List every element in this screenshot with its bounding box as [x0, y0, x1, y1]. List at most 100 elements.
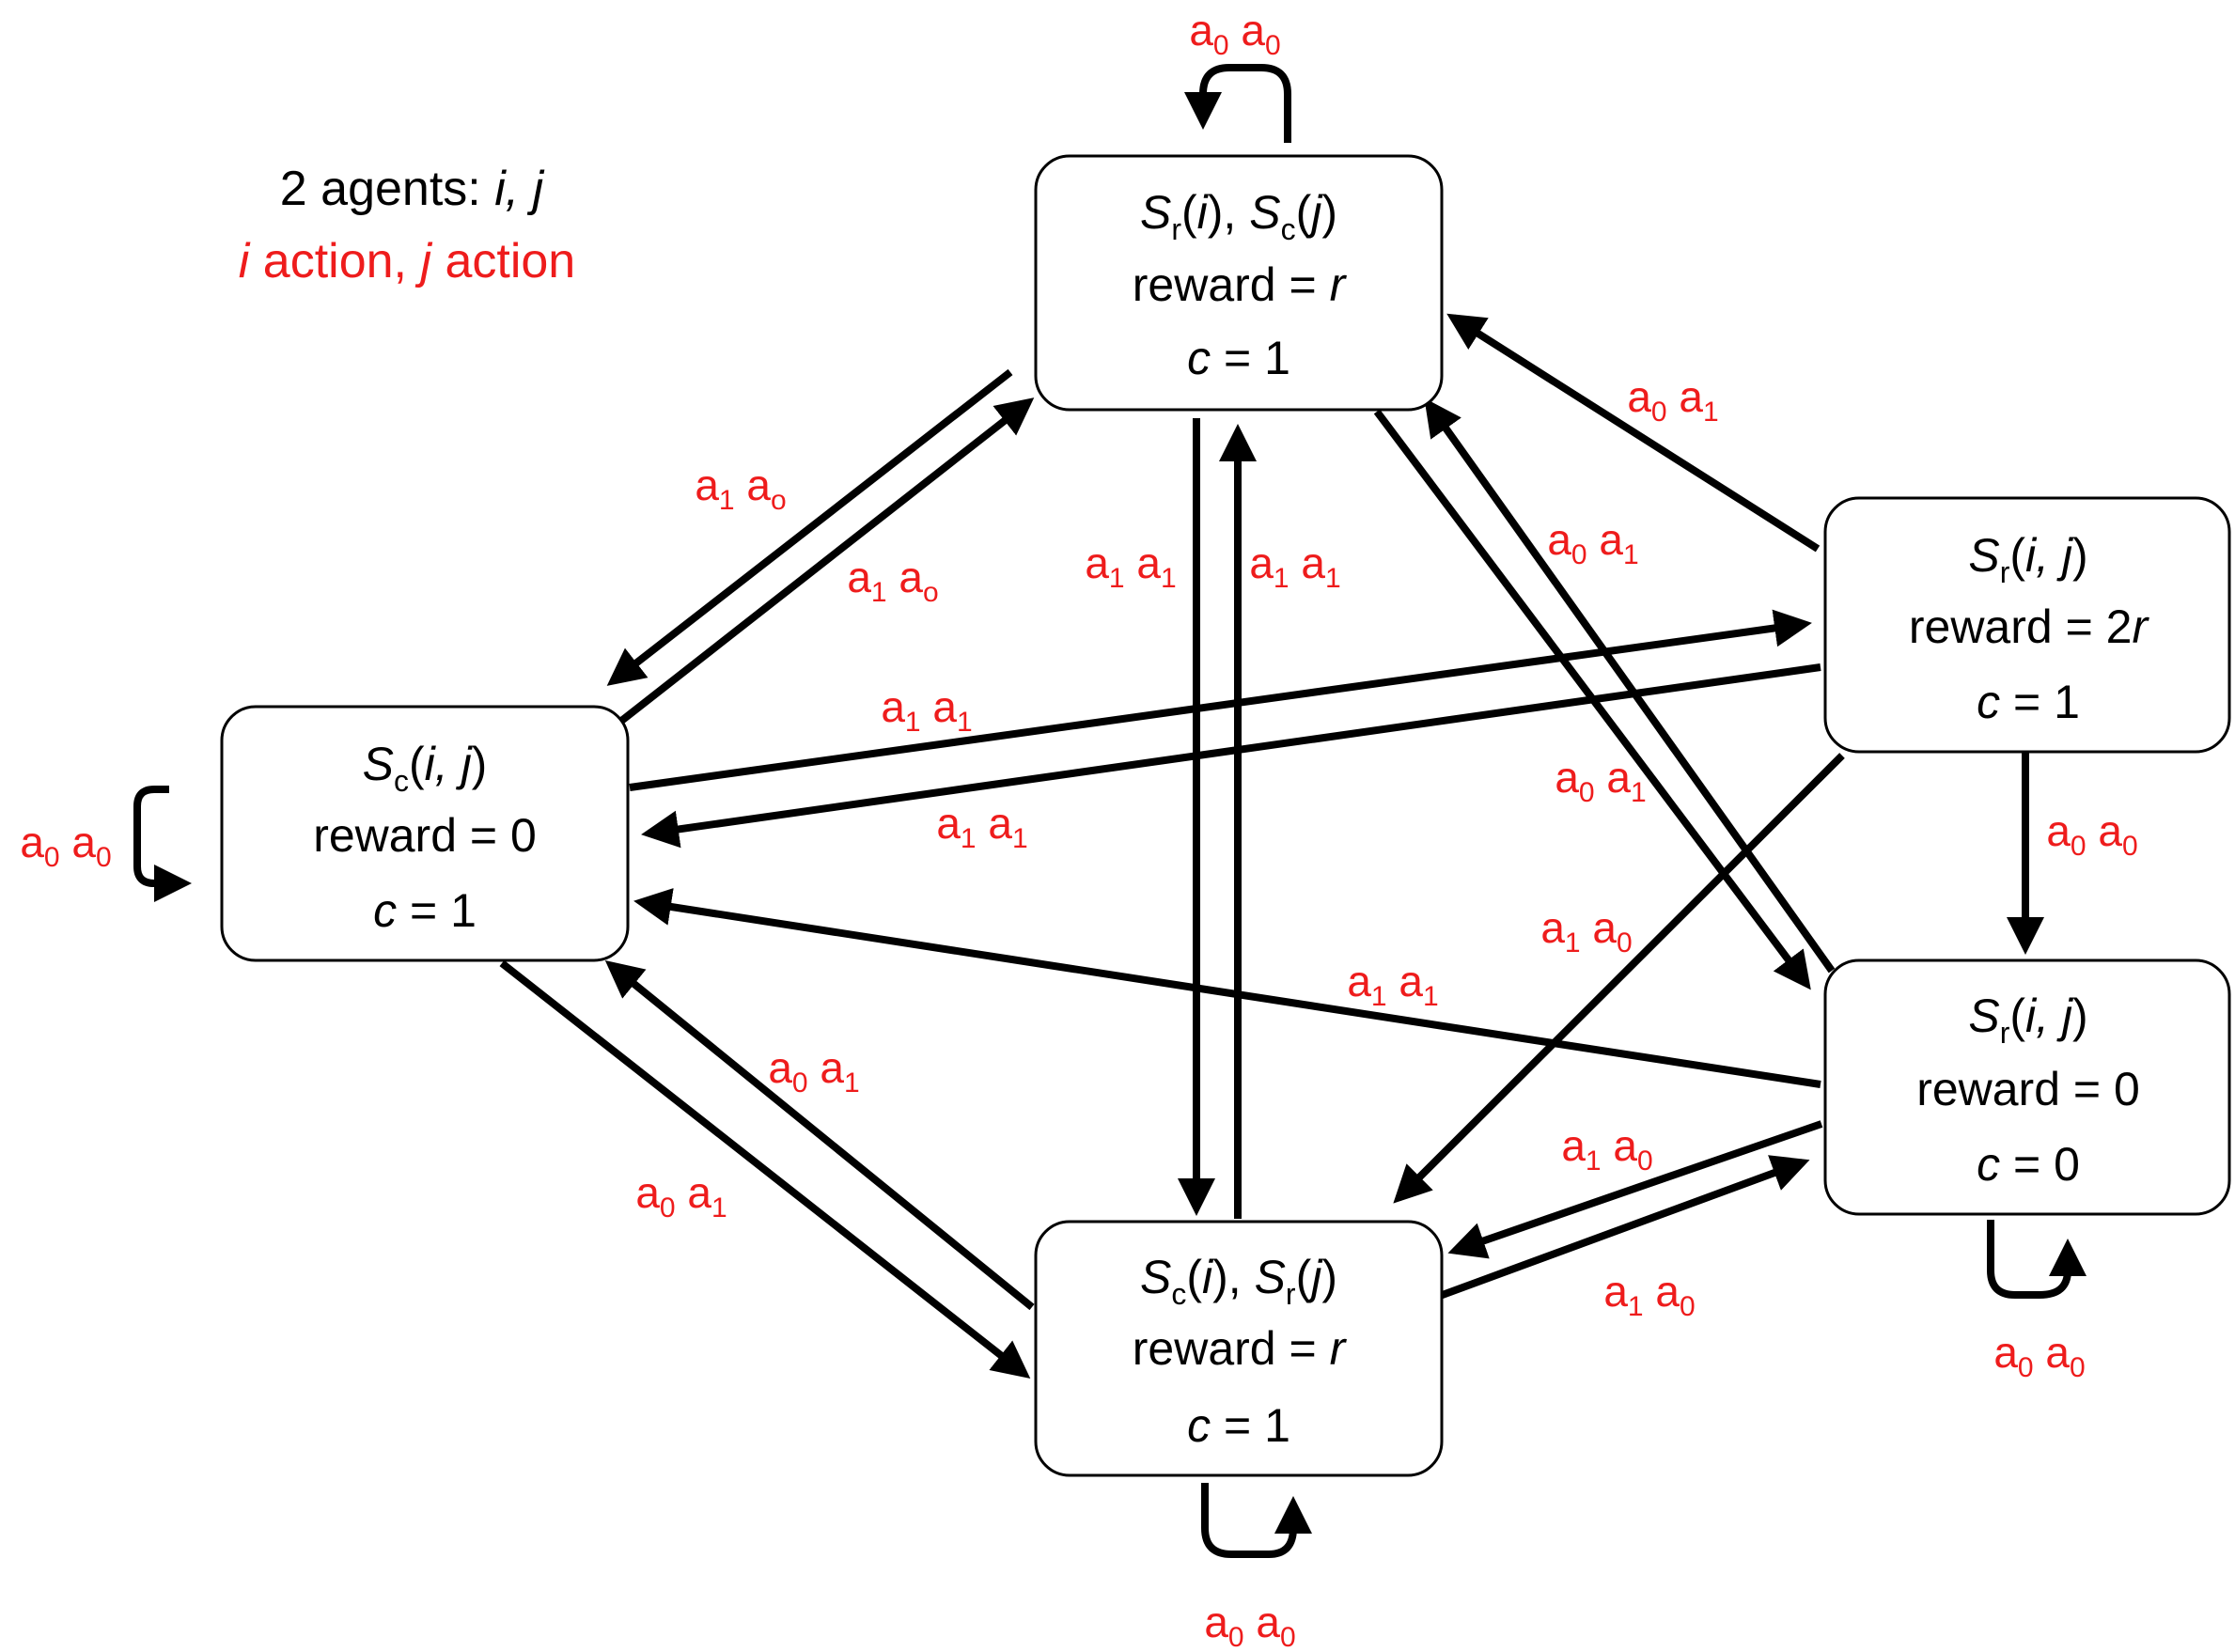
action-subscript-i: 1	[1109, 563, 1125, 594]
action-subscript-i: 0	[44, 842, 60, 873]
node-left-line1: Sc(i, j)	[363, 738, 488, 798]
node-subscript: c	[1281, 212, 1296, 246]
action-a: a	[1595, 753, 1632, 802]
node-left-box	[220, 705, 630, 962]
action-a: a	[1603, 1267, 1628, 1316]
action-a: a	[1587, 515, 1624, 564]
action-a: a	[881, 682, 905, 731]
action-a: a	[1581, 903, 1618, 952]
action-subscript-i: 0	[1213, 30, 1229, 61]
node-subscript: c	[1171, 1277, 1186, 1311]
action-a: a	[1555, 753, 1579, 802]
action-subscript-j: 1	[1423, 981, 1439, 1012]
node-italic-text: S	[1255, 1251, 1286, 1303]
legend-agents-prefix: 2 agents:	[280, 162, 494, 216]
action-a: a	[20, 818, 44, 866]
action-subscript-i: 1	[719, 485, 735, 516]
action-a: a	[2046, 806, 2071, 855]
label-top-to-bottom: a1 a1	[1085, 538, 1176, 594]
edge-right-top-to-left	[641, 663, 1821, 849]
node-subscript: r	[2000, 555, 2010, 589]
edge-right-bottom-to-top	[1424, 397, 1836, 974]
loop-right-bottom	[1987, 1220, 2087, 1299]
action-a: a	[1347, 957, 1371, 1005]
node-italic-text: S	[1140, 186, 1171, 239]
node-text: reward = 0	[313, 809, 537, 862]
node-italic-text: S	[1140, 1251, 1171, 1303]
node-italic-text: c	[1977, 1138, 2000, 1191]
edge-left-to-bottom	[499, 959, 1031, 1379]
node-italic-text: r	[2132, 600, 2149, 653]
action-subscript-i: 0	[1228, 1622, 1244, 1652]
label-left-to-bottom: a0 a1	[635, 1168, 727, 1223]
legend-actions: i action, j action	[239, 234, 575, 288]
node-text: reward =	[1133, 258, 1330, 311]
action-subscript-i: 1	[1274, 563, 1289, 594]
action-a: a	[1229, 6, 1266, 55]
node-text: )	[2072, 990, 2088, 1042]
action-a: a	[695, 460, 719, 509]
action-subscript-i: 1	[1628, 1291, 1644, 1322]
action-subscript-j: 1	[844, 1068, 860, 1099]
label-right-top-to-top: a0 a1	[1627, 372, 1718, 428]
node-text: (	[2009, 529, 2025, 582]
node-text: ),	[1208, 186, 1249, 239]
action-a: a	[1189, 6, 1213, 55]
node-italic-text: c	[1977, 676, 2000, 728]
action-a: a	[1249, 538, 1274, 587]
label-top-to-right-bottom: a0 a1	[1547, 515, 1638, 570]
node-text: (	[2009, 990, 2025, 1042]
node-right-bottom-line2: reward = 0	[1916, 1063, 2140, 1115]
label-top-to-left: a1 ao	[695, 460, 786, 516]
action-subscript-j: 1	[711, 1192, 727, 1223]
action-subscript-j: 1	[1161, 563, 1177, 594]
legend-actions-end: action	[431, 234, 575, 288]
node-right-top-line2: reward = 2r	[1909, 600, 2150, 653]
node-left-line2: reward = 0	[313, 809, 537, 862]
action-a: a	[1289, 538, 1326, 587]
node-italic-text: c	[1187, 332, 1211, 384]
action-a: a	[676, 1168, 712, 1217]
node-italic-text: i	[1202, 1251, 1214, 1303]
node-right-bottom-line1: Sr(i, j)	[1968, 990, 2087, 1050]
action-subscript-j: 1	[1703, 397, 1719, 428]
action-subscript-i: 0	[1651, 397, 1667, 428]
label-right-top-to-right-bottom: a0 a0	[2046, 806, 2137, 862]
node-italic-text: i, j	[2025, 990, 2074, 1042]
edge-right-top-to-top	[1446, 313, 1821, 553]
action-subscript-j: 0	[1637, 1145, 1653, 1177]
legend-agents: 2 agents: i, j	[280, 162, 545, 216]
label-right-top-to-bottom: a1 a0	[1540, 903, 1632, 958]
action-subscript-j: 1	[957, 707, 973, 738]
action-a: a	[1085, 538, 1109, 587]
action-a: a	[1993, 1328, 2018, 1377]
node-subscript: r	[2000, 1016, 2010, 1050]
node-text: = 1	[1211, 332, 1290, 384]
label-bottom-to-top: a1 a1	[1249, 538, 1340, 594]
node-italic-text: S	[363, 738, 394, 790]
node-italic-text: r	[1330, 258, 1348, 311]
node-right-bottom: Sr(i, j) reward = 0 c = 0	[1823, 958, 2231, 1216]
node-italic-text: i, j	[2025, 529, 2074, 582]
label-top-self: a0 a0	[1189, 6, 1280, 61]
action-a: a	[1627, 372, 1651, 421]
loop-bottom	[1201, 1483, 1312, 1558]
action-subscript-i: 0	[2018, 1352, 2034, 1383]
edge-right-bottom-to-left	[633, 888, 1821, 1088]
action-subscript-i: 1	[961, 823, 977, 854]
action-a: a	[1644, 1267, 1680, 1316]
node-top-line1: Sr(i), Sc(j)	[1140, 186, 1337, 246]
label-left-self: a0 a0	[20, 818, 111, 873]
action-subscript-i: 1	[1565, 927, 1581, 958]
label-right-bottom-to-bottom: a1 a0	[1561, 1121, 1652, 1177]
label-right-bottom-to-top: a0 a1	[1555, 753, 1646, 808]
node-text: reward =	[1133, 1322, 1330, 1375]
action-a: a	[635, 1168, 660, 1217]
node-text: = 1	[2000, 676, 2080, 728]
node-text: )	[1321, 186, 1337, 239]
node-right-top-box	[1823, 496, 2231, 754]
node-italic-text: S	[1968, 990, 1999, 1042]
node-italic-text: c	[373, 884, 397, 937]
action-subscript-j: o	[771, 485, 787, 516]
action-a: a	[1547, 515, 1571, 564]
